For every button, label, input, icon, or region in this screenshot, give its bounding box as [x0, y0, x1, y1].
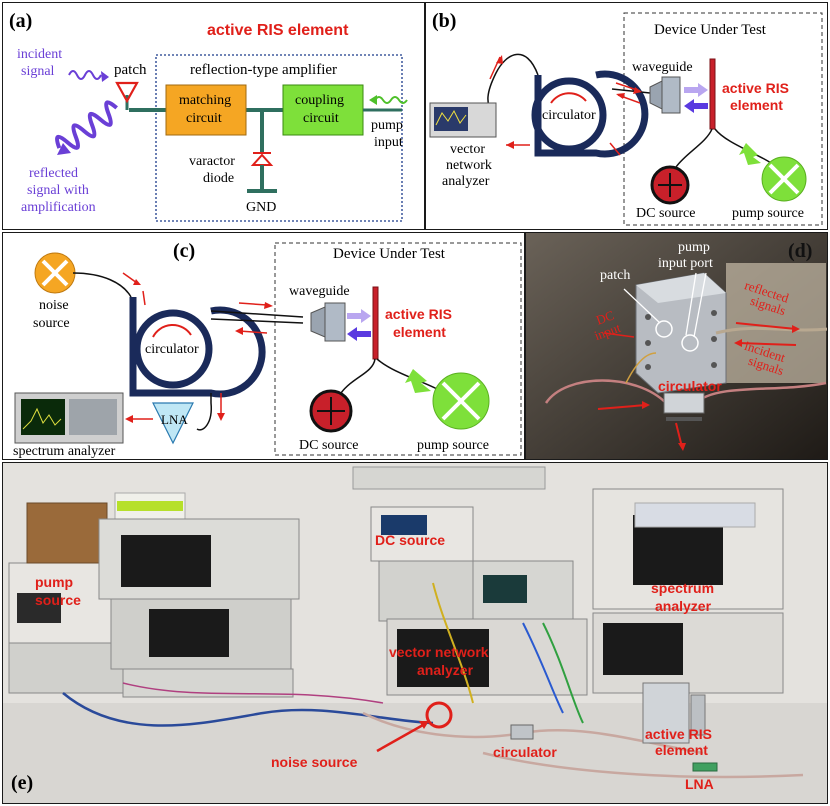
panel-e-dc: DC source [375, 532, 446, 548]
circulator-component [663, 392, 705, 414]
panel-c-pump: pump source [417, 438, 489, 453]
panel-d-pump-port: pump [678, 240, 710, 255]
panel-e-spectrum: spectrum [651, 580, 715, 596]
panel-b-pump: pump source [732, 206, 804, 221]
incident-wave-icon [68, 70, 102, 80]
keyboard-photo [352, 466, 546, 490]
matching-label: matching [179, 93, 232, 108]
panel-c-dut: Device Under Test [333, 246, 445, 262]
panel-b-waveguide: waveguide [632, 60, 693, 75]
coupling-label-2: circuit [303, 111, 339, 126]
panel-d-circulator: circulator [658, 378, 722, 394]
pump-input-label: pump [371, 118, 403, 133]
panel-e-spectrum-2: analyzer [655, 598, 712, 614]
reflected-label-3: amplification [21, 200, 96, 215]
panel-b: (b) Device Under Test waveguide active R… [425, 2, 828, 230]
panel-c-noise-2: source [33, 316, 70, 331]
incident-label: incident [17, 47, 63, 62]
panel-e-photo [3, 463, 827, 803]
panel-e-ris-2: element [655, 742, 708, 758]
panel-b-vna-2: network [446, 158, 492, 173]
panel-c-ris-2: element [393, 324, 446, 340]
panel-c-ris: active RIS [385, 306, 452, 322]
panel-c-circulator: circulator [145, 342, 199, 357]
patch-label: patch [114, 62, 147, 78]
pump-wave-icon [374, 96, 408, 104]
panel-c-graphic [14, 242, 522, 456]
panel-b-vna-3: analyzer [442, 174, 490, 189]
dut-box-c [274, 242, 522, 456]
coupling-circuit-box [282, 84, 364, 136]
panel-c-tag: (c) [173, 240, 196, 262]
panel-b-tag: (b) [432, 10, 457, 32]
panel-d-tag: (d) [788, 240, 813, 262]
reflected-wave-icon [55, 100, 118, 150]
panel-e-ris: active RIS [645, 726, 712, 742]
varactor-label-2: diode [203, 171, 235, 186]
amplifier-box [155, 54, 403, 222]
panel-c: (c) Device Under Test noise source waveg… [2, 232, 525, 460]
panel-d-photo [526, 233, 827, 459]
circulator-photo [510, 724, 534, 740]
panel-e-vna-2: analyzer [417, 662, 474, 678]
panel-d-pump-port-2: input port [658, 256, 713, 271]
waveguide-icon [649, 80, 663, 110]
panel-b-dut: Device Under Test [654, 22, 766, 38]
panel-b-ris-2: element [730, 97, 783, 113]
patch-antenna-icon [115, 81, 139, 104]
panel-b-dc: DC source [636, 206, 696, 221]
panel-e-tag: (e) [11, 772, 34, 794]
noise-source-marker [425, 701, 453, 729]
panel-c-lna: LNA [161, 412, 188, 427]
reflected-label: reflected [29, 166, 78, 181]
panel-c-spectrum: spectrum analyzer [13, 444, 116, 459]
ris-element-icon-c [372, 286, 379, 360]
panel-a-title: active RIS element [207, 22, 349, 39]
lna-icon [152, 402, 194, 445]
lna-photo [692, 762, 718, 772]
gnd-label: GND [246, 200, 277, 215]
ris-element-icon [709, 58, 716, 130]
panel-e-pump-2: source [35, 592, 81, 608]
panel-e: (e) DC source pump source spectrum analy… [2, 462, 828, 804]
panel-b-circulator: circulator [542, 108, 596, 123]
panel-a-tag: (a) [9, 10, 33, 32]
coupling-label: coupling [295, 93, 344, 108]
panel-c-dc: DC source [299, 438, 359, 453]
panel-d: (d) pump input port patch DC input refle… [525, 232, 828, 460]
matching-circuit-box [165, 84, 247, 136]
panel-e-pump: pump [35, 574, 74, 590]
panel-b-vna: vector [450, 142, 485, 157]
panel-d-patch: patch [600, 268, 631, 283]
panel-a-graphic [55, 54, 408, 222]
dut-box [623, 12, 823, 226]
reflected-label-2: signal with [27, 183, 89, 198]
matching-label-2: circuit [186, 111, 222, 126]
panel-e-circulator: circulator [493, 744, 557, 760]
amplifier-label: reflection-type amplifier [190, 62, 338, 78]
panel-a: (a) active RIS element incident signal p… [2, 2, 425, 230]
panel-c-noise: noise [39, 298, 69, 313]
panel-b-ris: active RIS [722, 80, 789, 96]
panel-c-waveguide: waveguide [289, 284, 350, 299]
ris-element-photo [642, 682, 690, 744]
panel-b-graphic [429, 12, 823, 226]
panel-e-vna: vector network [389, 644, 489, 660]
varactor-label: varactor [189, 154, 235, 169]
waveguide-icon-c [310, 306, 326, 338]
pump-input-label-2: input [374, 135, 403, 150]
circulator-icon [534, 70, 649, 158]
panel-e-noise: noise source [271, 754, 358, 770]
incident-label-2: signal [21, 64, 55, 79]
panel-e-lna: LNA [685, 776, 714, 792]
